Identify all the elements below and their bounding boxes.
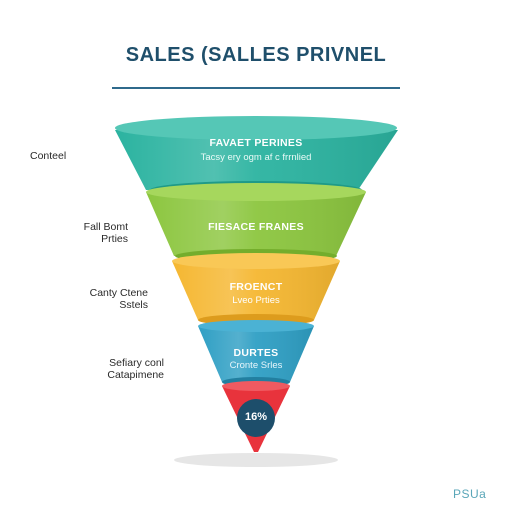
side-label-1: Conteel [30,150,67,162]
side-label-4: Sefiary conl Catapimene [107,357,164,381]
stage-4-title: DURTES [233,347,279,359]
stage-3-title: FROENCT [229,281,283,293]
side-label-3: Canty Ctene Sstels [89,287,148,311]
badge-value: 16% [244,411,268,423]
funnel-shadow [174,453,338,467]
title-underline [112,87,400,89]
stage-2-title: FIESACE FRANES [208,221,304,233]
side-label-2: Fall Bomt Prties [83,221,128,245]
percentage-badge [237,399,275,437]
funnel-stage-1 [115,116,398,199]
corner-watermark: PSUa [453,487,487,501]
stage-1-subtitle: Tacsy ery ogm af c frrnlied [200,152,312,163]
stage-4-subtitle: Cronte Srles [229,360,283,371]
funnel-stage-4 [198,320,314,387]
stage-1-title: FAVAET PERINES [209,137,303,149]
funnel-title: SALES (SALLES PRIVNEL [125,44,387,66]
stage-3-subtitle: Lveo Prties [232,295,280,306]
